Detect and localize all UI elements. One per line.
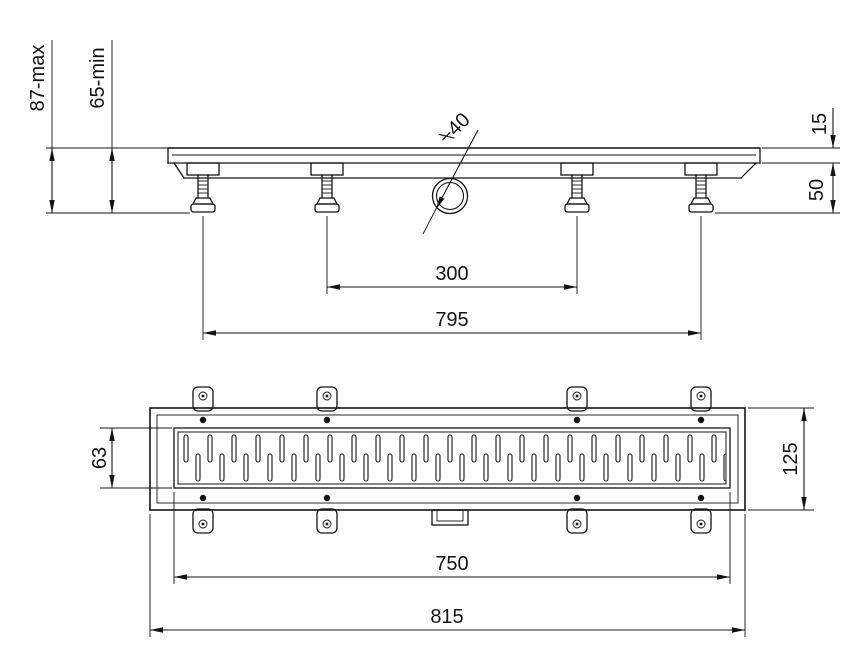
height-max-label: 87-max bbox=[27, 45, 49, 112]
channel-trough-profile bbox=[173, 162, 757, 179]
foot-assembly bbox=[310, 162, 344, 213]
outlet-stub bbox=[431, 509, 469, 526]
dimension-flange-width: 125 bbox=[748, 407, 814, 511]
foot-assembly bbox=[684, 162, 718, 213]
dimension-feet-inner-spacing: 300 bbox=[326, 216, 578, 294]
height-min-label: 65-min bbox=[87, 47, 109, 108]
feet-outer-spacing-label: 795 bbox=[435, 309, 468, 331]
channel-depth-label: 50 bbox=[806, 179, 828, 201]
plan-view: 63 125 750 815 bbox=[89, 386, 814, 637]
grate-thickness-label: 15 bbox=[809, 113, 831, 135]
dimension-overall-length: 815 bbox=[149, 514, 746, 637]
grate-width-label: 63 bbox=[89, 447, 111, 469]
foot-assembly bbox=[186, 162, 220, 213]
dimension-channel-depth: 50 bbox=[715, 163, 840, 214]
fixing-screws bbox=[199, 416, 705, 502]
dimension-grate-width: 63 bbox=[89, 427, 172, 489]
channel-frame-profile bbox=[167, 147, 761, 164]
side-elevation-view: ⍀40 87-max 65-min 15 50 bbox=[27, 40, 840, 340]
mounting-tab-bottom bbox=[192, 508, 712, 534]
dimension-grate-thickness: 15 bbox=[762, 108, 840, 164]
dimension-height-max: 87-max bbox=[27, 40, 190, 214]
overall-length-label: 815 bbox=[430, 606, 463, 628]
mounting-tab-top bbox=[192, 386, 712, 412]
feet-inner-spacing-label: 300 bbox=[435, 263, 468, 285]
dimension-grate-length: 750 bbox=[173, 492, 731, 584]
grate-length-label: 750 bbox=[435, 553, 468, 575]
dimension-feet-outer-spacing: 795 bbox=[202, 216, 702, 340]
foot-assembly bbox=[560, 162, 594, 213]
slotted-grate bbox=[173, 427, 731, 489]
flange-width-label: 125 bbox=[780, 442, 802, 475]
dimension-outlet-diameter: ⍀40 bbox=[422, 109, 479, 235]
outlet-diameter-label: ⍀40 bbox=[435, 109, 475, 149]
dimension-height-min: 65-min bbox=[87, 40, 115, 213]
